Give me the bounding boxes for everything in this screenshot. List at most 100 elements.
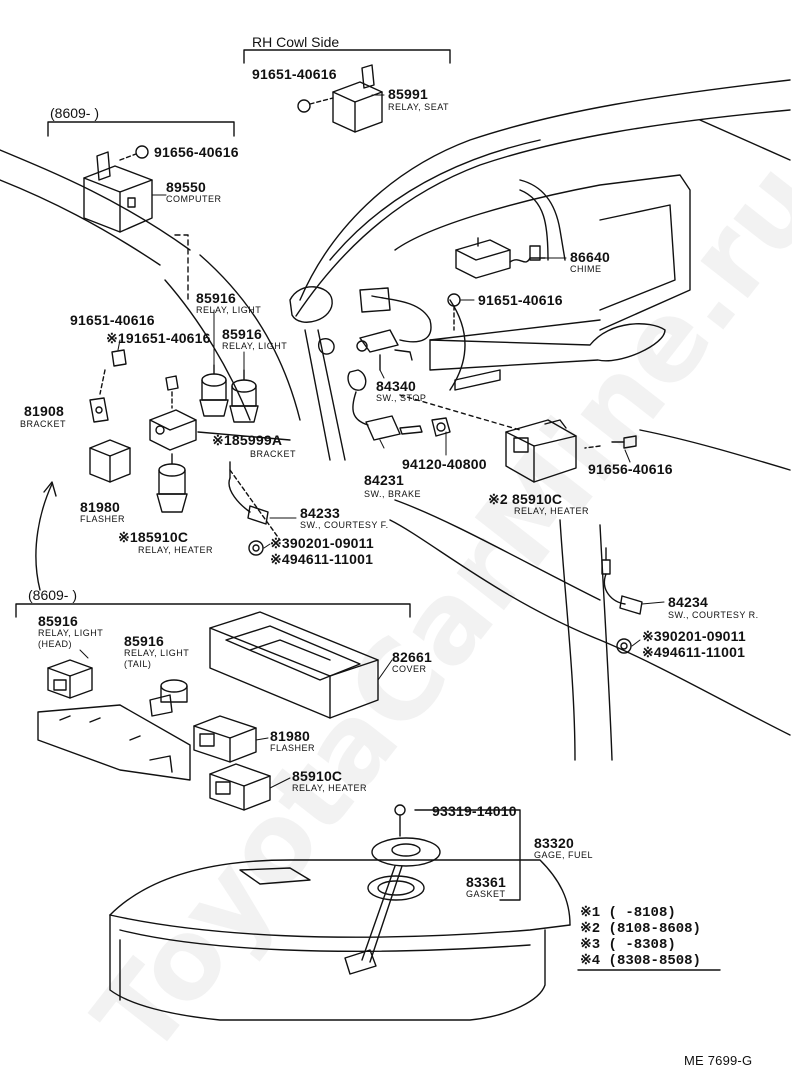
frame-rh-cowl-label: RH Cowl Side bbox=[252, 34, 340, 50]
part-91651-rh: 91651-40616 bbox=[252, 66, 337, 82]
bracket-81908 bbox=[89, 397, 109, 423]
part-81980-mid: 81980 bbox=[270, 728, 310, 744]
bolt-b-rh bbox=[297, 97, 334, 113]
computer-89550 bbox=[83, 151, 153, 233]
part-85991: 85991 bbox=[388, 86, 428, 102]
bracket-85999a bbox=[149, 409, 291, 451]
part-84234: 84234 bbox=[668, 594, 708, 610]
part-84233: 84233 bbox=[300, 505, 340, 521]
relay-heater-85910c-mid bbox=[209, 763, 271, 811]
pedal-bracket bbox=[289, 286, 391, 461]
figure-code: ME 7699-G bbox=[684, 1053, 753, 1068]
relay-seat-85991 bbox=[332, 64, 383, 133]
part-85910c-left: ※185910C bbox=[118, 529, 189, 545]
part-94120: 94120-40800 bbox=[402, 456, 487, 472]
part-81908: 81908 bbox=[24, 403, 64, 419]
washer-84234 bbox=[616, 638, 632, 654]
legend-mark-3: ※3 bbox=[580, 937, 601, 953]
part-86640: 86640 bbox=[570, 249, 610, 265]
frame-rh-cowl bbox=[243, 49, 451, 64]
arrow-head bbox=[43, 481, 57, 497]
leader-computer bbox=[174, 234, 189, 301]
part-91651-star1: ※191651-40616 bbox=[106, 330, 211, 346]
part-91656-top: 91656-40616 bbox=[154, 144, 239, 160]
part-85916-head-name2: (HEAD) bbox=[38, 639, 72, 649]
leader-stop bbox=[399, 394, 521, 431]
flasher-81980-left bbox=[89, 439, 131, 483]
part-85916-head-name1: RELAY, LIGHT bbox=[38, 628, 104, 638]
sw-courtesy-84233 bbox=[228, 461, 281, 541]
part-94611-left: ※494611-11001 bbox=[270, 551, 374, 567]
legend-range-4: (8308-8508) bbox=[608, 953, 701, 969]
part-85910c-mid: 85910C bbox=[292, 768, 343, 784]
part-85916-b-name: RELAY, LIGHT bbox=[222, 341, 288, 351]
part-84231: 84231 bbox=[364, 472, 404, 488]
fuel-tank bbox=[109, 859, 571, 1021]
bolt-right-91656 bbox=[584, 435, 637, 449]
part-83361: 83361 bbox=[466, 874, 506, 890]
legend-range-3: ( -8308) bbox=[608, 937, 676, 953]
part-85916-b: 85916 bbox=[222, 326, 262, 342]
gasket-83361 bbox=[367, 875, 425, 901]
washer-84233 bbox=[248, 540, 264, 556]
part-85999a-name: BRACKET bbox=[250, 449, 297, 459]
part-85916-tail-name2: (TAIL) bbox=[124, 659, 152, 669]
bolt-star1 bbox=[165, 375, 179, 409]
relay-heater-85910c-right bbox=[505, 419, 577, 483]
legend-row-2: ※2 (8108-8608) bbox=[580, 920, 701, 937]
legend-range-1: ( -8108) bbox=[608, 905, 676, 921]
part-81908-name: BRACKET bbox=[20, 419, 67, 429]
nut-94120 bbox=[431, 417, 451, 437]
legend-mark-1: ※1 bbox=[580, 905, 601, 921]
part-91651-left: 91651-40616 bbox=[70, 312, 155, 328]
part-81980-mid-name: FLASHER bbox=[270, 743, 316, 753]
frame-8609-top bbox=[47, 121, 235, 137]
relay-heater-85910c-left bbox=[156, 453, 188, 513]
group-bracket-gage bbox=[414, 809, 521, 901]
frame-8609-mid-label: (8609- ) bbox=[28, 587, 78, 603]
part-89550: 89550 bbox=[166, 179, 206, 195]
vehicle-body-lines bbox=[0, 79, 791, 761]
chime-86640 bbox=[455, 239, 546, 279]
sw-courtesy-84234 bbox=[601, 547, 643, 615]
part-81980-left: 81980 bbox=[80, 499, 120, 515]
part-82661-name: COVER bbox=[392, 664, 427, 674]
part-85916-a-name: RELAY, LIGHT bbox=[196, 305, 262, 315]
part-91651-chime: 91651-40616 bbox=[478, 292, 563, 308]
flasher-81980-mid bbox=[193, 715, 257, 763]
part-83320: 83320 bbox=[534, 835, 574, 851]
frame-8609-top-label: (8609- ) bbox=[50, 105, 100, 121]
part-85991-name: RELAY, SEAT bbox=[388, 102, 450, 112]
part-86640-name: CHIME bbox=[570, 264, 602, 274]
part-85916-head: 85916 bbox=[38, 613, 78, 629]
relay-light-85916-head bbox=[47, 659, 93, 699]
arrow-curve bbox=[35, 483, 53, 591]
junction-block bbox=[37, 704, 191, 781]
part-90201-right: ※390201-09011 bbox=[642, 628, 746, 644]
part-82661: 82661 bbox=[392, 649, 432, 665]
legend: ※1 ( -8108) ※2 (8108-8608) ※3 ( -8308) ※… bbox=[580, 904, 701, 969]
part-84340: 84340 bbox=[376, 378, 416, 394]
part-85910c-right-name: RELAY, HEATER bbox=[514, 506, 590, 516]
part-83361-name: GASKET bbox=[466, 889, 506, 899]
legend-mark-2: ※2 bbox=[580, 921, 601, 937]
steering-column bbox=[429, 299, 666, 391]
part-91656-right: 91656-40616 bbox=[588, 461, 673, 477]
legend-row-1: ※1 ( -8108) bbox=[580, 904, 701, 921]
part-93319: 93319-14010 bbox=[432, 803, 517, 819]
sw-stop-84340 bbox=[356, 295, 432, 371]
relay-light-85916-a bbox=[199, 364, 229, 417]
screw-93319 bbox=[394, 804, 406, 816]
legend-row-4: ※4 (8308-8508) bbox=[580, 952, 701, 969]
part-85916-tail: 85916 bbox=[124, 633, 164, 649]
part-84340-name: SW., STOP bbox=[376, 393, 427, 403]
part-85916-tail-name1: RELAY, LIGHT bbox=[124, 648, 190, 658]
legend-row-3: ※3 ( -8308) bbox=[580, 936, 701, 953]
bolt-b-computer bbox=[119, 145, 149, 161]
part-85910c-mid-name: RELAY, HEATER bbox=[292, 783, 368, 793]
part-83320-name: GAGE, FUEL bbox=[534, 850, 594, 860]
cover-82661 bbox=[209, 611, 379, 719]
bolt-91651-left bbox=[99, 349, 127, 395]
relay-light-85916-tail bbox=[149, 679, 188, 717]
